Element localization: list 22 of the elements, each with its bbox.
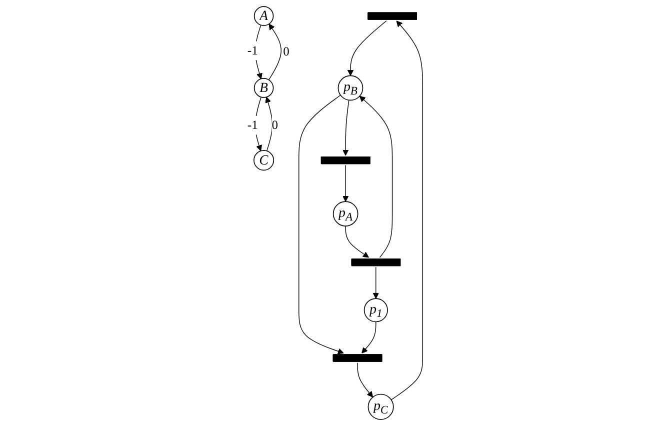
node-circle: p$_{B}$	[338, 75, 364, 101]
arrow	[390, 20, 423, 400]
node-circle: p$_{1}$	[364, 298, 388, 322]
node-circle: p$_{A}$	[332, 201, 358, 226]
node-circle: A	[254, 6, 274, 26]
arrow	[345, 226, 369, 258]
edge-label: 0	[272, 118, 278, 132]
edge-label: -1	[247, 43, 258, 58]
edge-label: -1	[247, 118, 258, 132]
arrow	[268, 24, 282, 80]
arrow	[342, 164, 349, 202]
node-circle: p$_{C}$	[368, 394, 394, 420]
arrow	[347, 20, 387, 76]
arrow	[359, 96, 393, 258]
edge-label: 0	[283, 44, 290, 58]
arrow	[342, 100, 350, 156]
arrow	[298, 94, 344, 354]
arrow	[372, 266, 379, 299]
node-circle: C	[254, 150, 274, 171]
arrow	[362, 321, 376, 354]
node-circle: B	[254, 78, 274, 98]
arrow	[357, 362, 374, 398]
